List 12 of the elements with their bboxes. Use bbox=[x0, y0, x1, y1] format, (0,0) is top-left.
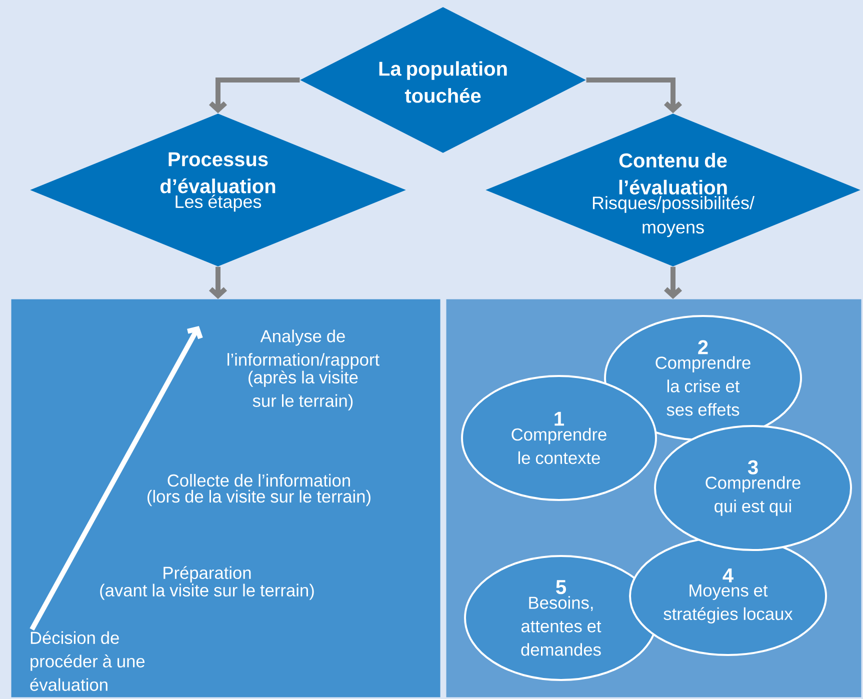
step-text: Analyse de l’information/rapport (après la visite sur le terrain) bbox=[228, 330, 380, 410]
step-text: Collecte de l’information (lors de la visite sur le terrain) bbox=[148, 474, 370, 506]
arrow bbox=[586, 78, 682, 114]
progress-arrow bbox=[30, 326, 203, 631]
panel-background bbox=[11, 299, 440, 698]
step-text: Décision de procéder à une évaluation bbox=[30, 631, 145, 691]
node-label: Besoins, attentes et demandes bbox=[521, 596, 602, 656]
node-label: 5 bbox=[556, 580, 566, 594]
step-text: Préparation (avant la visite sur le terrain) bbox=[100, 566, 314, 600]
arrow bbox=[664, 266, 682, 299]
arrow bbox=[208, 266, 228, 299]
arrow bbox=[208, 78, 300, 114]
